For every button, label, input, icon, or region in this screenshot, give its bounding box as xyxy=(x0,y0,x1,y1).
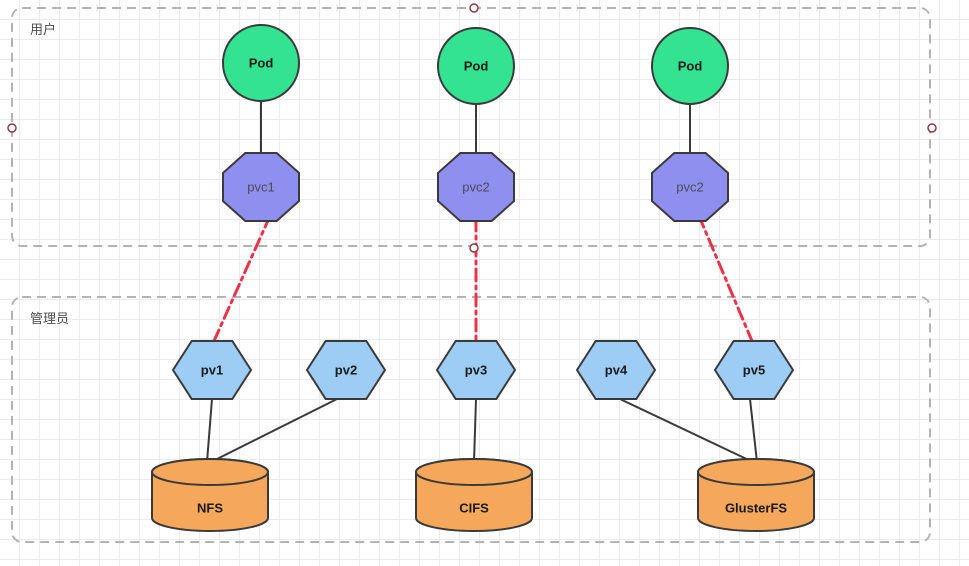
pod-shape[interactable] xyxy=(437,27,515,105)
pvc-shape[interactable] xyxy=(437,152,515,222)
node-label: pvc1 xyxy=(247,179,274,194)
node-label: pv2 xyxy=(335,362,357,377)
pod-node-pod-2[interactable]: Pod xyxy=(437,27,515,105)
cylinder-top xyxy=(415,458,533,486)
binding-bind-pvc1-pv1[interactable] xyxy=(212,214,272,343)
connector-link-pv5-gfs[interactable] xyxy=(749,398,758,463)
node-label: pvc2 xyxy=(676,179,703,194)
node-label: CIFS xyxy=(459,500,489,515)
node-label: pv5 xyxy=(743,362,765,377)
pvc-node-pvc-2[interactable]: pvc2 xyxy=(437,152,515,222)
pod-node-pod-1[interactable]: Pod xyxy=(222,24,300,102)
connector-link-pv3-cifs[interactable] xyxy=(473,398,477,463)
handle-left[interactable] xyxy=(7,123,17,133)
cylinder-top xyxy=(697,458,815,486)
node-label: pv1 xyxy=(201,362,223,377)
cylinder-top xyxy=(151,458,269,486)
node-label: pvc2 xyxy=(462,179,489,194)
pv-node-pv-1[interactable]: pv1 xyxy=(171,340,253,400)
pv-shape[interactable] xyxy=(713,340,795,400)
handle-right[interactable] xyxy=(927,123,937,133)
container-label: 用户 xyxy=(30,22,56,38)
storage-node-storage-glusterfs[interactable]: GlusterFS xyxy=(697,458,815,532)
pv-node-pv-3[interactable]: pv3 xyxy=(435,340,517,400)
storage-node-storage-cifs[interactable]: CIFS xyxy=(415,458,533,532)
handle-top[interactable] xyxy=(469,3,479,13)
connector-link-pv1-nfs[interactable] xyxy=(206,398,213,463)
node-label: NFS xyxy=(197,500,223,515)
handle-bottom[interactable] xyxy=(469,243,479,253)
pv-shape[interactable] xyxy=(171,340,253,400)
pod-node-pod-3[interactable]: Pod xyxy=(651,27,729,105)
pvc-node-pvc-3[interactable]: pvc2 xyxy=(651,152,729,222)
link-group xyxy=(206,100,758,464)
pv-node-pv-4[interactable]: pv4 xyxy=(575,340,657,400)
pv-shape[interactable] xyxy=(435,340,517,400)
pod-shape[interactable] xyxy=(651,27,729,105)
pvc-node-pvc-1[interactable]: pvc1 xyxy=(222,152,300,222)
node-label: Pod xyxy=(678,58,703,73)
pvc-shape[interactable] xyxy=(651,152,729,222)
binding-bind-pvc3-pv5[interactable] xyxy=(697,214,754,343)
pv-node-pv-2[interactable]: pv2 xyxy=(305,340,387,400)
selection-handle-group[interactable] xyxy=(7,3,937,253)
storage-node-storage-nfs[interactable]: NFS xyxy=(151,458,269,532)
pv-shape[interactable] xyxy=(575,340,657,400)
node-label: GlusterFS xyxy=(725,500,787,515)
connector-link-pv2-nfs[interactable] xyxy=(208,398,338,464)
pod-shape[interactable] xyxy=(222,24,300,102)
pv-shape[interactable] xyxy=(305,340,387,400)
container-border[interactable] xyxy=(11,296,931,543)
node-label: Pod xyxy=(249,55,274,70)
pvc-shape[interactable] xyxy=(222,152,300,222)
node-label: pv4 xyxy=(605,362,628,377)
pv-node-pv-5[interactable]: pv5 xyxy=(713,340,795,400)
node-label: Pod xyxy=(464,58,489,73)
node-label: pv3 xyxy=(465,362,487,377)
container-label: 管理员 xyxy=(30,312,69,327)
container-admin-zone[interactable]: 管理员 xyxy=(11,296,931,543)
connector-link-pv4-gfs[interactable] xyxy=(619,398,756,464)
